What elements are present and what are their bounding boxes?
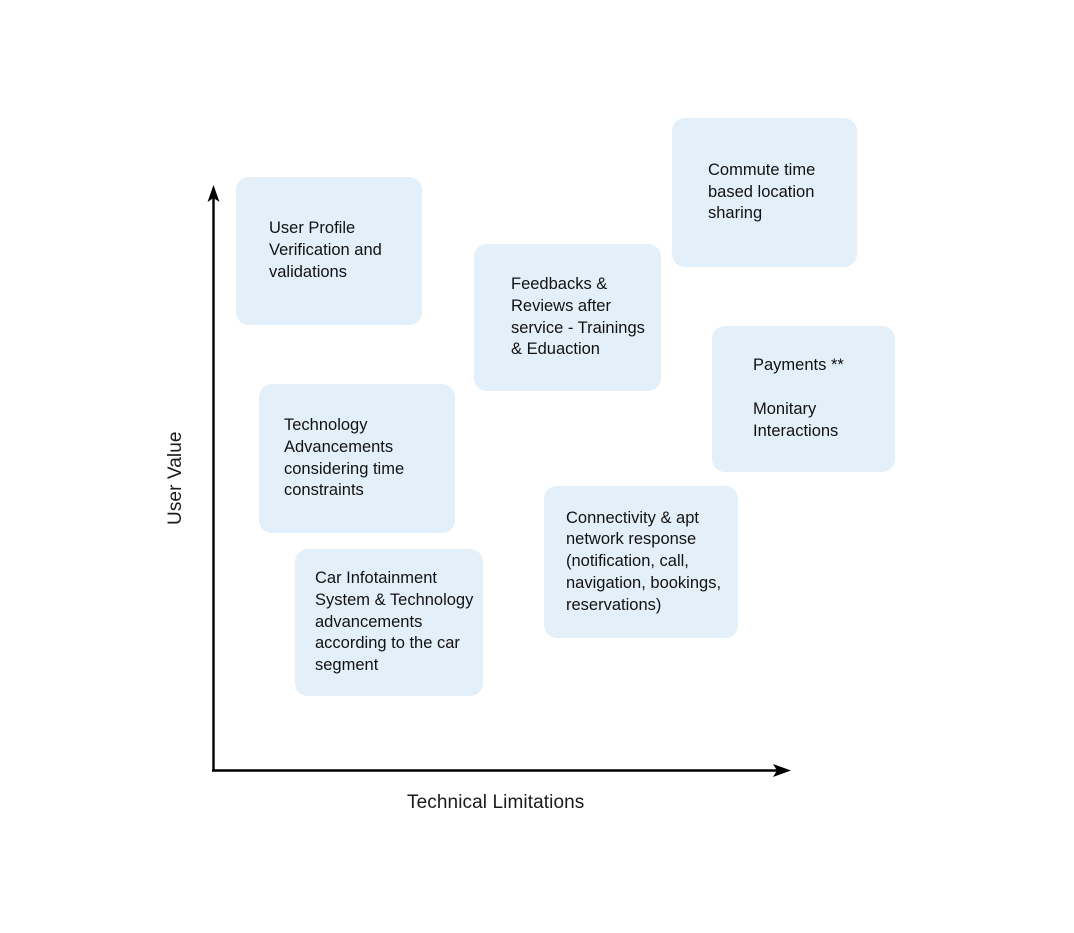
x-axis-arrowhead bbox=[773, 764, 791, 777]
card-label: Commute time based location sharing bbox=[708, 160, 816, 223]
y-axis-arrowhead bbox=[207, 185, 220, 202]
x-axis-label: Technical Limitations bbox=[407, 792, 585, 813]
card-user-profile-verification[interactable]: User Profile Verification and validation… bbox=[236, 177, 422, 325]
card-label: Payments ** Monitary Interactions bbox=[753, 356, 844, 440]
card-connectivity-network-response[interactable]: Connectivity & apt network response (not… bbox=[544, 486, 738, 638]
card-payments-monitary-interactions[interactable]: Payments ** Monitary Interactions bbox=[712, 326, 895, 472]
card-label: Car Infotainment System & Technology adv… bbox=[315, 569, 474, 675]
card-label: Feedbacks & Reviews after service - Trai… bbox=[511, 274, 645, 359]
card-label: Connectivity & apt network response (not… bbox=[566, 508, 722, 614]
y-axis-label: User Value bbox=[165, 431, 186, 525]
card-commute-time-location-sharing[interactable]: Commute time based location sharing bbox=[672, 118, 857, 267]
card-label: User Profile Verification and validation… bbox=[269, 219, 382, 281]
card-label: Technology Advancements considering time… bbox=[284, 415, 405, 500]
card-technology-advancements-time[interactable]: Technology Advancements considering time… bbox=[259, 384, 455, 533]
card-feedbacks-reviews[interactable]: Feedbacks & Reviews after service - Trai… bbox=[474, 244, 661, 391]
card-car-infotainment-system[interactable]: Car Infotainment System & Technology adv… bbox=[295, 549, 483, 696]
